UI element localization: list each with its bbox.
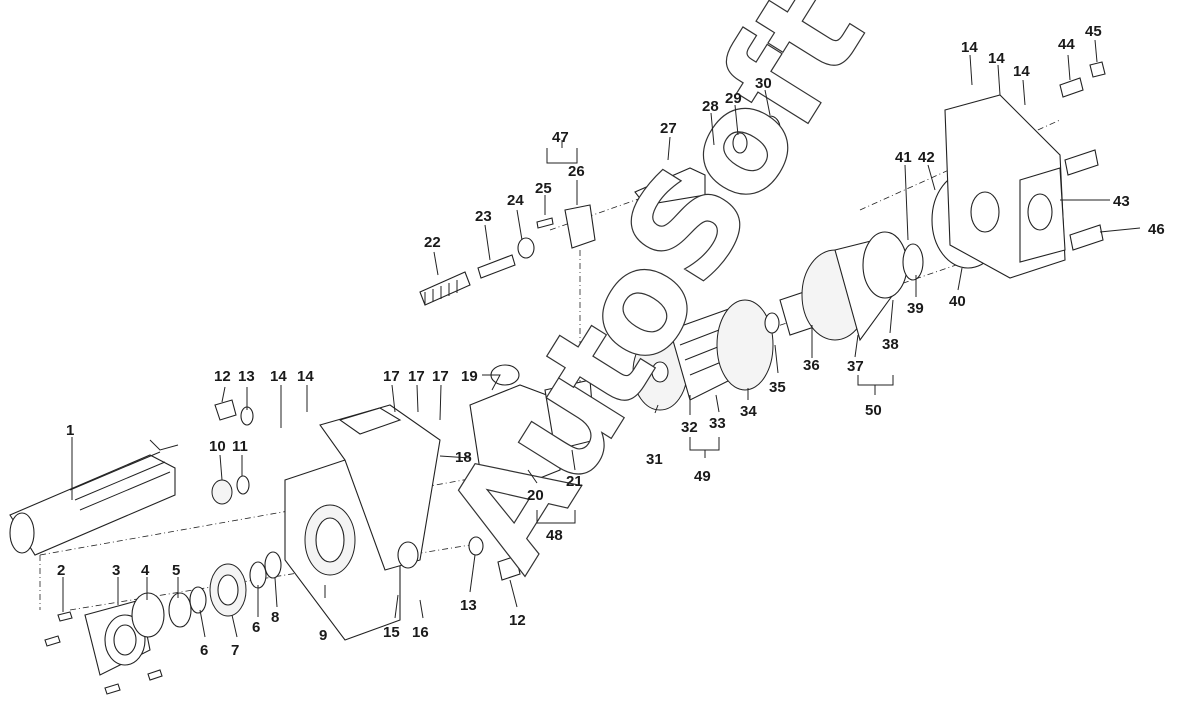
callout-28: 28 [702,98,719,115]
callout-16: 16 [412,624,429,641]
callout-30: 30 [755,75,772,92]
callout-14b: 14 [297,368,314,385]
callout-24: 24 [507,192,524,209]
callout-10: 10 [209,438,226,455]
callout-40: 40 [949,293,966,310]
callout-19: 19 [461,368,478,385]
leader-lines [62,39,1141,638]
callout-38: 38 [882,336,899,353]
callout-48: 48 [546,527,563,544]
callout-18: 18 [455,449,472,466]
callout-7: 7 [231,642,239,659]
callout-35: 35 [769,379,786,396]
regulator [419,115,781,306]
callout-17a: 17 [383,368,400,385]
callout-1: 1 [66,422,74,439]
callout-44: 44 [1058,36,1075,53]
callout-6a: 6 [200,642,208,659]
callout-32: 32 [681,419,698,436]
flange-cover [84,592,165,676]
callout-50: 50 [865,402,882,419]
callout-14e: 14 [1013,63,1030,80]
callout-3: 3 [112,562,120,579]
callout-42: 42 [918,149,935,166]
seals-bearing [168,551,282,628]
callouts: 1 2 3 4 5 6 7 6 8 9 15 16 13 12 12 13 14… [57,23,1165,659]
callout-20: 20 [527,487,544,504]
callout-41: 41 [895,149,912,166]
callout-46: 46 [1148,221,1165,238]
pump-housing [284,404,441,641]
callout-39: 39 [907,300,924,317]
callout-17b: 17 [408,368,425,385]
rotating-group [632,231,924,411]
callout-27: 27 [660,120,677,137]
callout-8: 8 [271,609,279,626]
swashplate [469,364,596,491]
callout-21: 21 [566,473,583,490]
callout-14a: 14 [270,368,287,385]
callout-49: 49 [694,468,711,485]
callout-14c: 14 [961,39,978,56]
callout-6b: 6 [252,619,260,636]
callout-47: 47 [552,129,569,146]
callout-25: 25 [535,180,552,197]
callout-45: 45 [1085,23,1102,40]
callout-33: 33 [709,415,726,432]
callout-13b: 13 [460,597,477,614]
callout-36: 36 [803,357,820,374]
callout-17c: 17 [432,368,449,385]
callout-4: 4 [141,562,150,579]
callout-37: 37 [847,358,864,375]
callout-5: 5 [172,562,180,579]
callout-22: 22 [424,234,441,251]
callout-43: 43 [1113,193,1130,210]
callout-29: 29 [725,90,742,107]
callout-12a: 12 [214,368,231,385]
callout-15: 15 [383,624,400,641]
callout-14d: 14 [988,50,1005,67]
callout-13a: 13 [238,368,255,385]
callout-2: 2 [57,562,65,579]
plugs-left [211,399,521,581]
bolts-left [44,611,163,695]
callout-34: 34 [740,403,757,420]
callout-26: 26 [568,163,585,180]
shaft [9,439,179,556]
callout-23: 23 [475,208,492,225]
callout-12b: 12 [509,612,526,629]
end-cover [931,61,1106,279]
callout-11: 11 [232,438,248,455]
callout-9: 9 [319,627,327,644]
callout-31: 31 [646,451,663,468]
